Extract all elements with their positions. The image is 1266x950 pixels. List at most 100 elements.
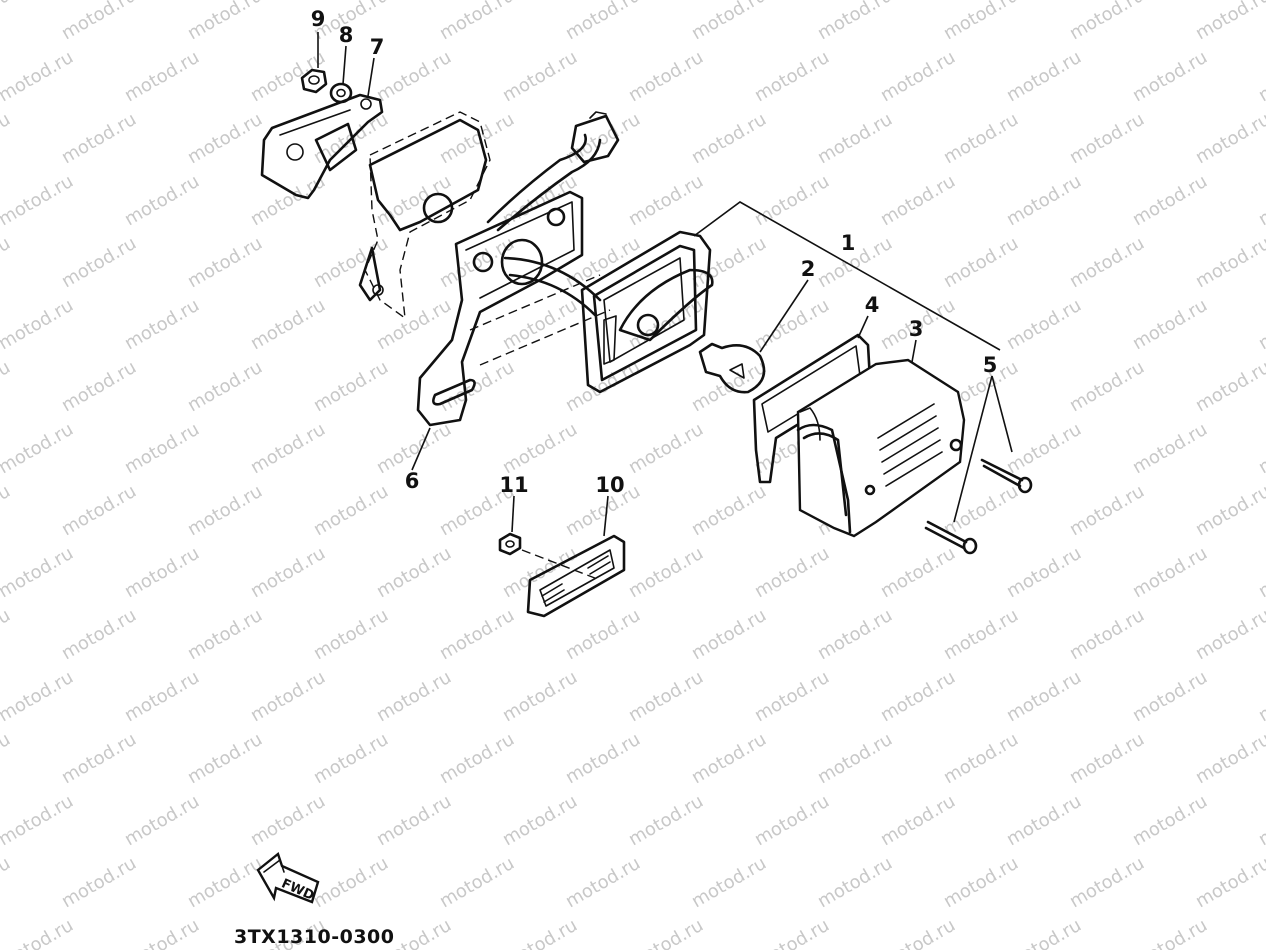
watermark-text: motod.ru [1066,109,1148,168]
part-5-screw-lower[interactable] [924,520,978,555]
watermark-text: motod.ru [625,543,707,602]
watermark-text: motod.ru [1003,667,1085,726]
part-3-lens[interactable] [796,358,966,538]
watermark-text: motod.ru [940,233,1022,292]
watermark-text: motod.ru [1003,171,1085,230]
watermark-text: motod.ru [373,543,455,602]
watermark-text: motod.ru [562,0,644,44]
watermark-text: motod.ru [247,791,329,850]
part-10-reflector[interactable] [526,534,626,618]
watermark-text: motod.ru [1192,0,1266,44]
watermark-text: motod.ru [0,605,14,664]
watermark-text: motod.ru [184,233,266,292]
watermark-text: motod.ru [184,109,266,168]
watermark-text: motod.ru [1129,543,1211,602]
callout-labels: 9 8 7 1 2 4 3 5 6 11 10 [311,7,998,497]
watermark-text: motod.ru [499,419,581,478]
watermark-text: motod.ru [751,791,833,850]
watermark-text: motod.ru [1129,791,1211,850]
watermark-text: motod.ru [0,915,77,950]
callout-1: 1 [841,231,856,255]
callout-2: 2 [801,257,816,281]
watermark-text: motod.ru [1192,109,1266,168]
watermark-text: motod.ru [0,171,77,230]
part-5-screw-upper[interactable] [980,458,1033,494]
watermark-text: motod.ru [436,853,518,912]
watermark-text: motod.ru [0,0,14,44]
watermark-text: motod.ru [310,729,392,788]
watermark-text: motod.ru [373,47,455,106]
watermark-text: motod.ru [688,0,770,44]
part-7-stay[interactable] [260,93,384,200]
watermark-text: motod.ru [1129,295,1211,354]
watermark-text: motod.ru [310,853,392,912]
part-9-nut[interactable] [300,68,328,94]
watermark-text: motod.ru [310,481,392,540]
watermark-text: motod.ru [1066,853,1148,912]
watermark-text: motod.ru [751,543,833,602]
watermark-text: motod.ru [688,853,770,912]
watermark-text: motod.ru [58,357,140,416]
watermark-text: motod.ru [0,853,14,912]
watermark-text: motod.ru [247,171,329,230]
watermark-text: motod.ru [310,605,392,664]
watermark-text: motod.ru [625,915,707,950]
watermark-text: motod.ru [436,605,518,664]
watermark-text: motod.ru [751,171,833,230]
watermark-text: motod.ru [184,481,266,540]
watermark-text: motod.ru [0,543,77,602]
callout-9: 9 [311,7,326,31]
callout-8: 8 [339,23,354,47]
watermark-text: motod.ru [121,915,203,950]
watermark-text: motod.ru [625,667,707,726]
watermark-text: motod.ru [625,791,707,850]
watermark-text: motod.ru [1255,419,1266,478]
watermark-text: motod.ru [1192,605,1266,664]
watermark-text: motod.ru [1066,605,1148,664]
watermark-text: motod.ru [58,481,140,540]
part-6-bracket[interactable] [416,190,611,427]
watermark-text: motod.ru [499,295,581,354]
diagram-code: 3TX1310-0300 [234,926,394,948]
watermark-text: motod.ru [121,47,203,106]
watermark-text: motod.ru [877,791,959,850]
watermark-text: motod.ru [1192,853,1266,912]
watermark-text: motod.ru [58,605,140,664]
watermark-text: motod.ru [0,109,14,168]
watermark-text: motod.ru [247,419,329,478]
watermark-text: motod.ru [1003,295,1085,354]
watermark-text: motod.ru [0,233,14,292]
watermark-text: motod.ru [1129,47,1211,106]
watermark-text: motod.ru [1003,791,1085,850]
bracket-back-plate [358,111,491,320]
watermark-text: motod.ru [877,47,959,106]
watermark-text: motod.ru [1192,233,1266,292]
part-2-bulb[interactable] [698,342,766,394]
watermark-text: motod.ru [247,543,329,602]
part-11-nut[interactable] [498,532,522,556]
watermark-text: motod.ru [1255,543,1266,602]
watermark-text: motod.ru [0,667,77,726]
watermark-text: motod.ru [1066,729,1148,788]
watermark-text: motod.ru [0,47,77,106]
part-1-housing[interactable] [580,230,714,394]
watermark-text: motod.ru [688,233,770,292]
callout-4: 4 [865,293,880,317]
watermark-text: motod.ru [0,419,77,478]
watermark-text: motod.ru [688,729,770,788]
watermark-text: motod.ru [688,605,770,664]
watermark-text: motod.ru [877,171,959,230]
watermark-text: motod.ru [184,605,266,664]
watermark-text: motod.ru [1129,419,1211,478]
watermark-text: motod.ru [310,357,392,416]
watermark-text: motod.ru [436,0,518,44]
callout-7: 7 [370,35,385,59]
watermark-text: motod.ru [184,357,266,416]
watermark-text: motod.ru [436,357,518,416]
watermark-text: motod.ru [1255,295,1266,354]
watermark-text: motod.ru [751,667,833,726]
watermark-text: motod.ru [940,729,1022,788]
watermark-text: motod.ru [814,853,896,912]
watermark-text: motod.ru [1003,47,1085,106]
